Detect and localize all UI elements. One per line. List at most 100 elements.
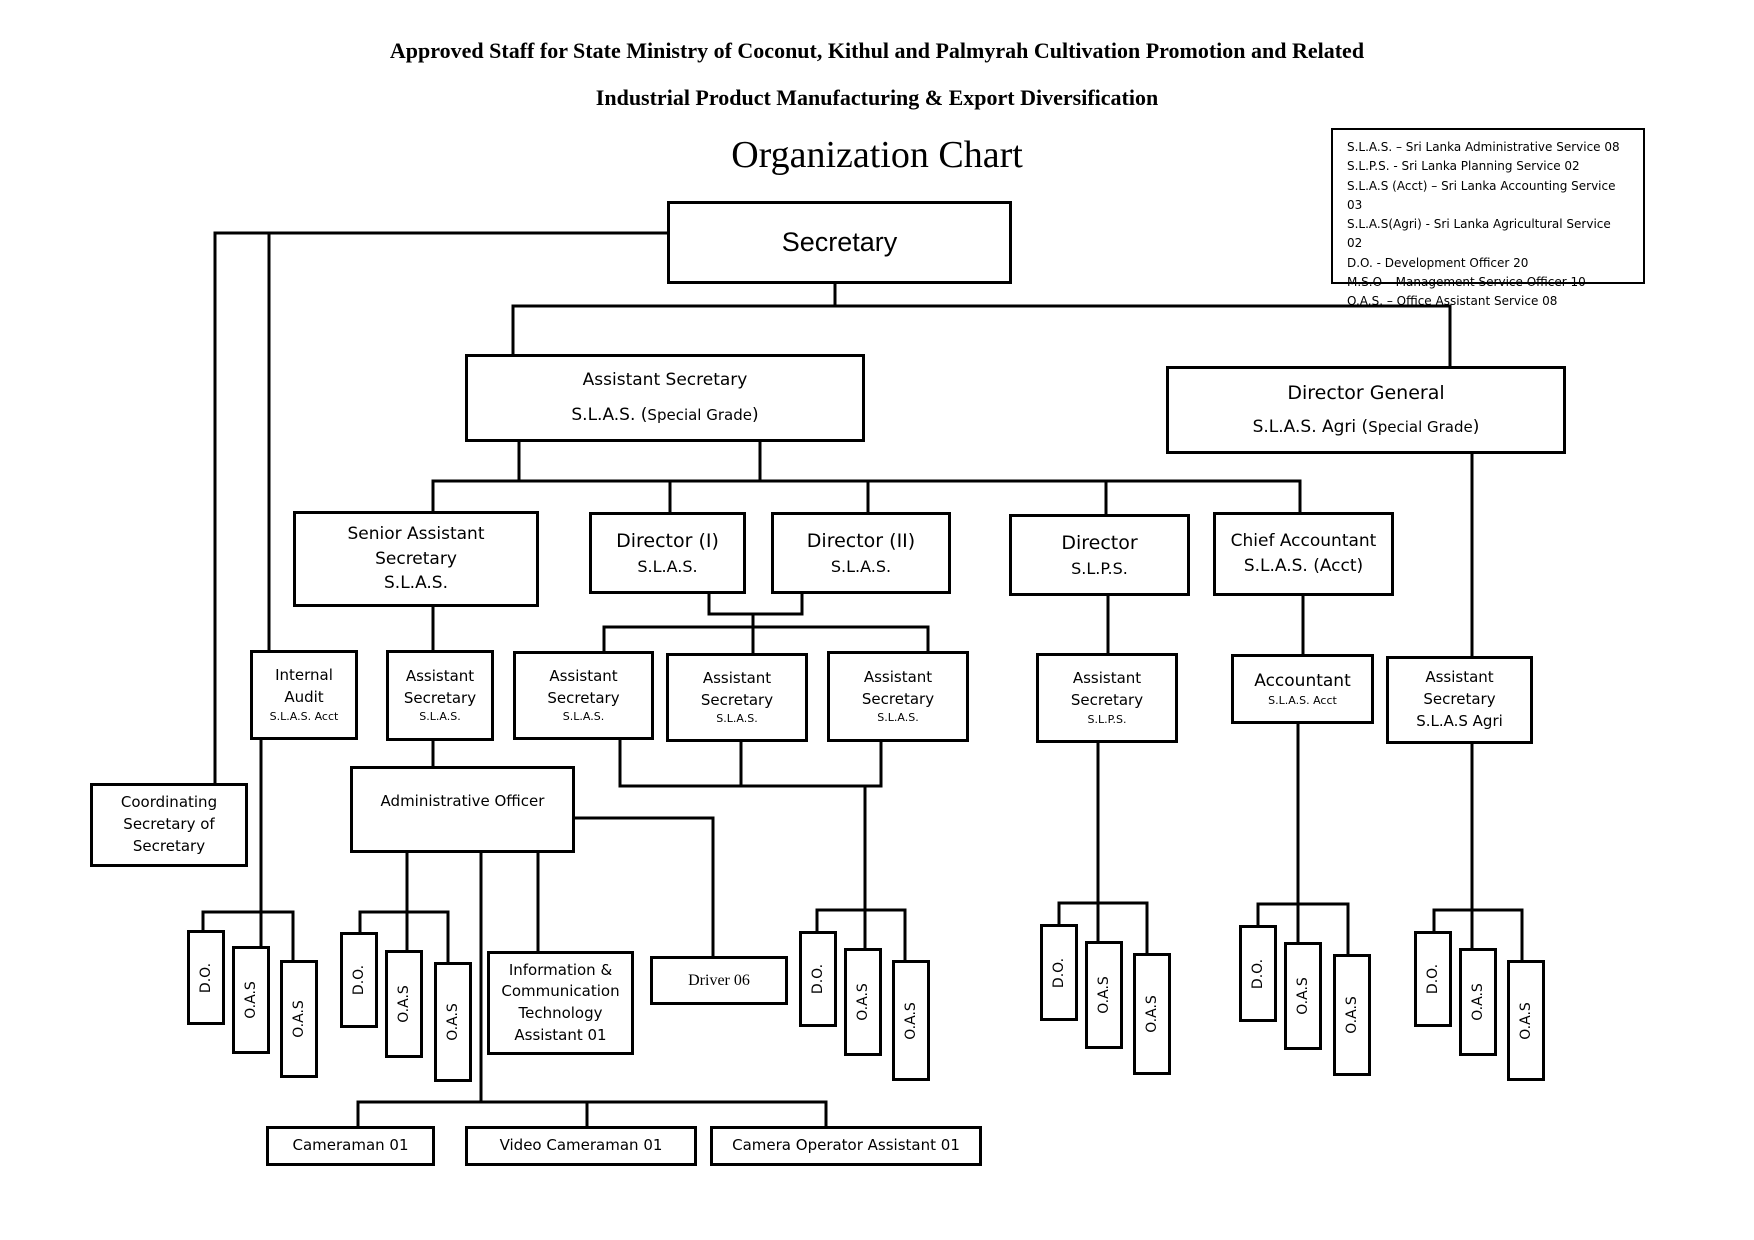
assistant-secretary-d2-box: Assistant Secretary S.L.A.S. (666, 653, 808, 742)
chart-title: Organization Chart (731, 134, 1023, 176)
legend-item-mso: M.S.O – Management Service Officer 10 (1347, 275, 1586, 290)
chief-accountant-grade: S.L.A.S. (Acct) (1243, 556, 1364, 576)
coordinating-secretary-box: Coordinating Secretary of Secretary (90, 783, 248, 867)
video-cameraman-label: Video Cameraman 01 (499, 1136, 663, 1155)
assistant-secretary-grade: S.L.A.S. ( (571, 405, 648, 425)
staff-do-box: D.O. (340, 932, 378, 1028)
staff-do-box: D.O. (1414, 931, 1452, 1027)
assistant-secretary-agri-grade: S.L.A.S Agri (1416, 711, 1503, 730)
staff-oas-label: O.A.S (903, 1001, 919, 1040)
cameraman-box: Cameraman 01 (266, 1126, 435, 1166)
ict-assistant-line2: Communication (501, 982, 620, 1001)
coordinating-secretary-line1: Coordinating (120, 793, 218, 812)
staff-oas-label: O.A.S (1295, 977, 1311, 1015)
director-1-grade: S.L.A.S. (637, 557, 698, 577)
staff-oas-label: O.A.S (1518, 1001, 1534, 1040)
staff-oas-box: O.A.S (1085, 941, 1123, 1049)
assistant-secretary-slps-box: Assistant Secretary S.L.P.S. (1036, 653, 1178, 743)
staff-oas-box: O.A.S (280, 960, 318, 1078)
page-title-line-1: Approved Staff for State Ministry of Coc… (389, 38, 1365, 63)
assistant-secretary-d2-grade: S.L.A.S. (716, 712, 758, 726)
internal-audit-box: Internal Audit S.L.A.S. Acct (250, 650, 358, 740)
assistant-secretary-box: Assistant Secretary S.L.A.S. (Special Gr… (465, 354, 865, 442)
staff-oas-box: O.A.S (1284, 942, 1322, 1050)
director-2-box: Director (II) S.L.A.S. (771, 512, 951, 594)
staff-oas-box: O.A.S (434, 962, 472, 1082)
staff-oas-label: O.A.S (1144, 995, 1160, 1033)
staff-oas-label: O.A.S (1096, 976, 1112, 1014)
staff-oas-label: O.A.S (243, 981, 259, 1019)
assistant-secretary-d3-box: Assistant Secretary S.L.A.S. (827, 651, 969, 742)
coordinating-secretary-line3: Secretary (132, 836, 206, 855)
director-2-title: Director (II) (806, 529, 916, 552)
assistant-secretary-d2-line2: Secretary (700, 690, 774, 709)
assistant-secretary-slps-grade: S.L.P.S. (1087, 712, 1127, 726)
staff-oas-label: O.A.S (1344, 996, 1360, 1034)
staff-do-label: D.O. (351, 964, 367, 996)
staff-do-box: D.O. (187, 930, 225, 1025)
director-slps-grade: S.L.P.S. (1071, 559, 1128, 579)
ict-assistant-line1: Information & (508, 960, 613, 979)
abbreviation-legend: S.L.A.S. – Sri Lanka Administrative Serv… (1331, 128, 1645, 308)
staff-do-box: D.O. (1040, 924, 1078, 1021)
staff-do-label: D.O. (1250, 958, 1266, 989)
coordinating-secretary-line2: Secretary of (123, 815, 215, 834)
ict-assistant-line3: Technology (518, 1004, 603, 1022)
staff-do-label: D.O. (198, 962, 214, 993)
administrative-officer-box: Administrative Officer (350, 766, 575, 853)
driver-label: Driver 06 (688, 971, 750, 989)
camera-operator-assistant-box: Camera Operator Assistant 01 (710, 1126, 982, 1166)
assistant-secretary-slas-line2: Secretary (403, 688, 477, 707)
staff-oas-box: O.A.S (232, 946, 270, 1054)
accountant-grade: S.L.A.S. Acct (1268, 694, 1337, 708)
legend-item-slps: S.L.P.S. - Sri Lanka Planning Service 02 (1347, 159, 1580, 174)
administrative-officer-label: Administrative Officer (380, 792, 545, 810)
accountant-title: Accountant (1254, 670, 1351, 691)
secretary-label: Secretary (781, 226, 898, 257)
director-2-grade: S.L.A.S. (830, 557, 892, 577)
ict-assistant-line4: Assistant 01 (514, 1025, 607, 1044)
senior-assistant-secretary-line1: Senior Assistant (347, 524, 485, 545)
cameraman-label: Cameraman 01 (292, 1136, 409, 1155)
director-general-grade-end: ) (1472, 417, 1480, 438)
assistant-secretary-slas-grade: S.L.A.S. (419, 710, 461, 724)
staff-oas-label: O.A.S (291, 1000, 307, 1038)
director-slps-title: Director (1061, 531, 1138, 554)
staff-do-box: D.O. (1239, 925, 1277, 1022)
assistant-secretary-d2-line1: Assistant (702, 668, 772, 687)
assistant-secretary-title: Assistant Secretary (582, 370, 748, 391)
staff-oas-box: O.A.S (1507, 960, 1545, 1081)
director-general-grade-note: Special Grade (1368, 418, 1473, 437)
secretary-box: Secretary (667, 201, 1012, 284)
assistant-secretary-agri-line2: Secretary (1423, 690, 1496, 709)
staff-do-label: D.O. (1425, 963, 1441, 995)
assistant-secretary-grade-note: Special Grade (647, 406, 752, 424)
driver-box: Driver 06 (650, 956, 788, 1005)
internal-audit-line1: Internal (275, 666, 333, 685)
camera-operator-assistant-label: Camera Operator Assistant 01 (732, 1136, 960, 1155)
legend-item-do: D.O. - Development Officer 20 (1347, 255, 1529, 270)
staff-oas-label: O.A.S (396, 985, 412, 1023)
staff-oas-box: O.A.S (385, 950, 423, 1058)
assistant-secretary-d3-grade: S.L.A.S. (877, 711, 919, 725)
staff-oas-box: O.A.S (844, 948, 882, 1056)
assistant-secretary-agri-box: Assistant Secretary S.L.A.S Agri (1386, 656, 1533, 744)
staff-oas-box: O.A.S (1333, 954, 1371, 1076)
legend-item-slas: S.L.A.S. – Sri Lanka Administrative Serv… (1347, 140, 1620, 154)
director-1-box: Director (I) S.L.A.S. (589, 512, 746, 594)
internal-audit-grade: S.L.A.S. Acct (269, 709, 339, 723)
assistant-secretary-d1-line2: Secretary (547, 688, 620, 707)
staff-oas-box: O.A.S (1133, 953, 1171, 1075)
ict-assistant-box: Information & Communication Technology A… (487, 951, 634, 1055)
assistant-secretary-d1-line1: Assistant (549, 666, 618, 685)
director-general-box: Director General S.L.A.S. Agri (Special … (1166, 366, 1566, 454)
director-general-grade: S.L.A.S. Agri ( (1252, 417, 1369, 438)
assistant-secretary-d3-line2: Secretary (861, 689, 935, 708)
assistant-secretary-grade-end: ) (751, 405, 759, 425)
assistant-secretary-slas-line1: Assistant (405, 666, 475, 685)
internal-audit-line2: Audit (284, 688, 324, 707)
assistant-secretary-slps-line1: Assistant (1072, 669, 1142, 688)
staff-oas-label: O.A.S (855, 983, 871, 1021)
